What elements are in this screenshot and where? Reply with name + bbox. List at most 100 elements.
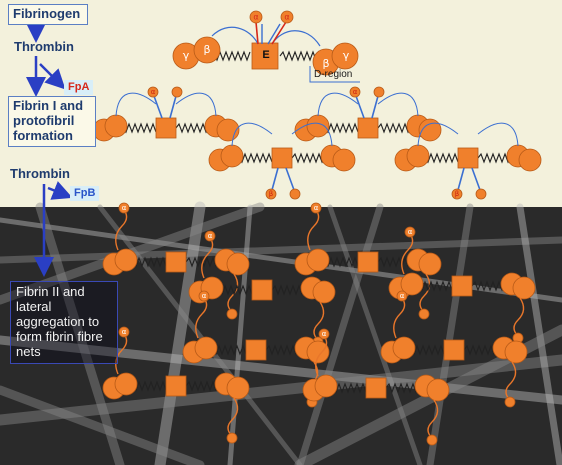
d-domain: [114, 248, 138, 272]
fibrin-monomer: α: [302, 328, 450, 446]
knob-chain: [355, 95, 365, 119]
knob-chain: [457, 167, 465, 191]
d-domain: [406, 144, 430, 168]
coil-linker: [377, 256, 415, 268]
alpha-c-knob: [426, 434, 438, 446]
coil-linker: [209, 344, 247, 356]
d-domain: [194, 336, 218, 360]
arrow-to-fpa: [39, 63, 66, 90]
coil-linker: [321, 256, 359, 268]
coil-linker: [421, 152, 459, 164]
alpha-chain: [477, 122, 519, 147]
d-domain: [306, 114, 330, 138]
alpha-chain: [115, 92, 157, 117]
d-domain: [226, 376, 250, 400]
fibre: [0, 354, 562, 426]
fibrin-monomer: β: [208, 122, 356, 200]
fibrin-monomer: α: [380, 290, 528, 408]
coil-linker: [265, 344, 303, 356]
alpha-c-tether: [115, 209, 128, 251]
coil-linker: [185, 256, 223, 268]
alpha-c-tether: [307, 209, 320, 251]
alpha-c-tether: [401, 233, 414, 275]
fibre: [426, 203, 474, 465]
coil-linker: [415, 280, 453, 292]
coil-linker: [377, 122, 415, 134]
knob-chain: [153, 95, 163, 119]
coil-linker: [119, 122, 157, 134]
coil-linker: [385, 382, 423, 394]
d-domain: [512, 276, 536, 300]
d-domain: [518, 148, 542, 172]
alpha-c-tether: [393, 297, 406, 339]
alpha-c-knob: [226, 308, 238, 320]
process-arrows: [26, 23, 73, 277]
alpha-c-tether: [315, 335, 328, 377]
alpha-chain: [175, 92, 217, 117]
fibre: [516, 203, 562, 465]
d-domain: [400, 272, 424, 296]
e-domain: [155, 117, 177, 139]
d-domain: [418, 118, 442, 142]
coil-linker: [291, 152, 329, 164]
knob-chain: [285, 167, 295, 191]
e-domain: [165, 251, 187, 273]
beta-symbol: β: [455, 190, 459, 198]
alpha-symbol: α: [322, 330, 327, 338]
beta-domain-left: [193, 36, 221, 64]
e-domain: [165, 375, 187, 397]
alpha-knob: [349, 86, 361, 98]
alpha-knob: [147, 86, 159, 98]
e-domain: [443, 339, 465, 361]
d-region-label: D-region: [314, 69, 353, 80]
alpha-c-knob: [404, 226, 416, 238]
fibre: [97, 204, 303, 465]
fibrin-monomer: α: [294, 202, 442, 320]
alpha-c-tether: [115, 333, 128, 375]
alpha-c-knob: [504, 396, 516, 408]
d-domain: [220, 144, 244, 168]
beta-knob: [265, 188, 277, 200]
coil-linker: [215, 284, 253, 296]
beta-symbol-left: β: [203, 43, 210, 56]
fibrin-monomer: α: [102, 202, 250, 320]
d-domain: [104, 114, 128, 138]
alpha-c-knob: [396, 290, 408, 302]
d-domain: [306, 248, 330, 272]
alpha-c-tether: [195, 297, 208, 339]
knob: [475, 188, 487, 200]
alpha-c-tether: [513, 297, 525, 337]
coil-linker: [175, 122, 213, 134]
e-domain: [357, 251, 379, 273]
alpha-chain: [377, 92, 419, 117]
coil-linker: [471, 280, 509, 292]
e-domain: [457, 147, 479, 169]
alpha-symbol: α: [202, 292, 207, 300]
alpha-symbol: α: [314, 204, 319, 212]
thrombin-label-2: Thrombin: [10, 166, 70, 181]
knob-chain: [371, 95, 379, 119]
alpha-symbol: α: [122, 204, 127, 212]
alpha-c-tether: [227, 397, 239, 437]
knob-chain: [169, 95, 177, 119]
alpha-symbol: α: [408, 228, 413, 236]
fpa-knob-left: [249, 10, 263, 24]
fibrinogen-label: Fibrinogen: [8, 4, 88, 25]
thrombin-label-1: Thrombin: [14, 39, 74, 54]
e-domain: [251, 279, 273, 301]
d-domain: [418, 252, 442, 276]
fibrin-monomer: α: [294, 86, 442, 142]
d-domain: [426, 378, 450, 402]
coil-linker: [129, 380, 167, 392]
d-domain: [332, 148, 356, 172]
e-domain: [357, 117, 379, 139]
fibre: [35, 202, 125, 465]
e-domain: [245, 339, 267, 361]
coil-linker: [477, 152, 515, 164]
alpha-symbol: α: [284, 13, 289, 22]
coil-linker: [407, 344, 445, 356]
